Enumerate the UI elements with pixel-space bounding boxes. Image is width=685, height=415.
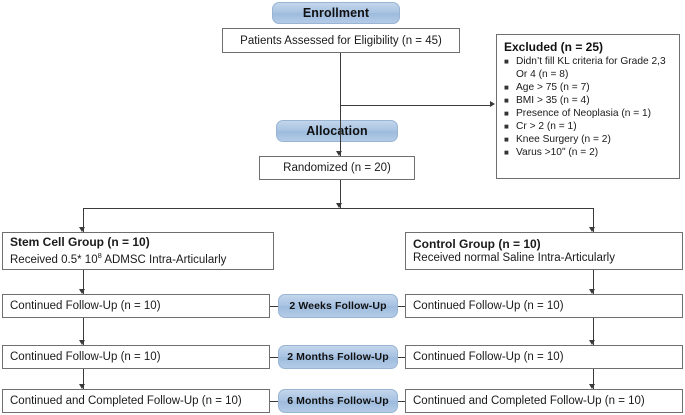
connector-stub-right-2-weeks [398, 306, 405, 307]
node-control-group: Control Group (n = 10) Received normal S… [405, 232, 683, 270]
followup-label-2-weeks: 2 Weeks Follow-Up [278, 294, 398, 318]
followup-label-text: 6 Months Follow-Up [287, 395, 389, 407]
node-followup-right-2-months: Continued Follow-Up (n = 10) [405, 345, 683, 369]
excluded-item-text: BMI > 35 (n = 4) [516, 94, 590, 106]
node-randomized: Randomized (n = 20) [259, 156, 415, 180]
control-group-detail: Received normal Saline Intra-Articularly [413, 252, 615, 264]
arrowhead-left-followup-2 [79, 340, 86, 345]
bullet-square-icon: ■ [504, 95, 509, 105]
stem-cell-dose-exponent: 8 [97, 251, 102, 261]
stem-cell-dose-suffix: ADMSC Intra-Articularly [101, 253, 227, 266]
stage-label-allocation-text: Allocation [306, 124, 368, 138]
arrowhead-stem-cell-group [79, 227, 86, 232]
node-followup-left-6-months: Continued and Completed Follow-Up (n = 1… [2, 389, 270, 413]
excluded-item-text: Knee Surgery (n = 2) [516, 134, 611, 146]
arrowhead-left-followup-1 [79, 289, 86, 294]
bullet-square-icon: ■ [504, 108, 509, 118]
node-followup-right-2-weeks: Continued Follow-Up (n = 10) [405, 294, 683, 318]
node-randomized-text: Randomized (n = 20) [283, 162, 391, 174]
connector-assessed-to-randomized [340, 53, 341, 156]
excluded-list-item: ■ Age > 75 (n = 7) [504, 82, 673, 95]
connector-right-followup1-to-2 [593, 318, 594, 345]
node-followup-left-2-months: Continued Follow-Up (n = 10) [2, 345, 270, 369]
excluded-list-item: ■ Presence of Neoplasia (n = 1) [504, 108, 673, 121]
connector-stub-left-6-months [270, 401, 278, 402]
connector-bus-to-stem-cell [83, 208, 84, 232]
connector-stub-left-2-weeks [270, 306, 278, 307]
stem-cell-group-detail: Received 0.5* 108 ADMSC Intra-Articularl… [3, 249, 273, 267]
connector-stem-cell-to-followup1 [83, 270, 84, 294]
node-excluded: Excluded (n = 25) ■ Didn’t fill KL crite… [496, 34, 680, 179]
followup-left-text: Continued Follow-Up (n = 10) [10, 300, 161, 312]
stage-label-enrollment: Enrollment [272, 2, 400, 24]
connector-right-followup2-to-3 [593, 369, 594, 389]
arrowhead-randomized [336, 151, 343, 156]
followup-label-text: 2 Months Follow-Up [287, 351, 389, 363]
connector-bus-to-control [593, 208, 594, 232]
excluded-title: Excluded (n = 25) [504, 40, 604, 54]
stem-cell-dose-prefix: Received 0.5* 10 [10, 253, 98, 266]
bullet-square-icon: ■ [504, 82, 509, 92]
connector-stub-right-2-months [398, 357, 405, 358]
bullet-square-icon: ■ [504, 148, 509, 158]
excluded-list-item: ■ Varus >10ʺ (n = 2) [504, 147, 673, 160]
stage-label-allocation: Allocation [276, 120, 398, 142]
bullet-square-icon: ■ [504, 135, 509, 145]
arrowhead-excluded [490, 101, 495, 108]
node-patients-assessed-text: Patients Assessed for Eligibility (n = 4… [240, 34, 442, 47]
stem-cell-group-title: Stem Cell Group (n = 10) [10, 235, 150, 250]
node-stem-cell-group: Stem Cell Group (n = 10) Received 0.5* 1… [2, 232, 274, 270]
excluded-list-item: ■ Cr > 2 (n = 1) [504, 121, 673, 134]
stage-label-enrollment-text: Enrollment [302, 6, 370, 20]
excluded-item-text: Cr > 2 (n = 1) [516, 120, 577, 132]
followup-label-2-months: 2 Months Follow-Up [278, 345, 398, 369]
node-followup-left-2-weeks: Continued Follow-Up (n = 10) [2, 294, 270, 318]
excluded-item-text: Varus >10ʺ (n = 2) [516, 147, 599, 159]
connector-randomized-to-split [340, 180, 341, 208]
connector-allocation-bus [83, 208, 593, 209]
arrowhead-right-followup-3 [589, 384, 596, 389]
arrowhead-right-followup-1 [589, 289, 596, 294]
arrowhead-right-followup-2 [589, 340, 596, 345]
followup-left-text: Continued and Completed Follow-Up (n = 1… [10, 395, 242, 407]
connector-stub-right-6-months [398, 401, 405, 402]
excluded-list-item: ■ Knee Surgery (n = 2) [504, 134, 673, 147]
followup-label-6-months: 6 Months Follow-Up [278, 389, 398, 413]
excluded-item-text: Presence of Neoplasia (n = 1) [516, 107, 652, 119]
followup-left-text: Continued Follow-Up (n = 10) [10, 351, 161, 363]
arrowhead-split [336, 203, 343, 208]
connector-control-to-followup1 [593, 270, 594, 294]
followup-right-text: Continued Follow-Up (n = 10) [413, 351, 564, 363]
node-patients-assessed: Patients Assessed for Eligibility (n = 4… [222, 28, 460, 53]
excluded-item-text: Age > 75 (n = 7) [516, 81, 590, 93]
excluded-item-text: Didn’t fill KL criteria for Grade 2,3 Or… [516, 56, 666, 80]
bullet-square-icon: ■ [504, 121, 509, 131]
arrowhead-control-group [589, 227, 596, 232]
followup-right-text: Continued and Completed Follow-Up (n = 1… [413, 395, 645, 407]
control-group-title: Control Group (n = 10) [413, 237, 541, 251]
bullet-square-icon: ■ [504, 57, 509, 66]
connector-left-followup1-to-2 [83, 318, 84, 345]
arrowhead-left-followup-3 [79, 384, 86, 389]
connector-to-excluded [340, 105, 490, 106]
excluded-list-item: ■ BMI > 35 (n = 4) [504, 95, 673, 108]
followup-label-text: 2 Weeks Follow-Up [289, 300, 387, 312]
connector-stub-left-2-months [270, 357, 278, 358]
excluded-list-item: ■ Didn’t fill KL criteria for Grade 2,3 … [504, 56, 673, 81]
node-followup-right-6-months: Continued and Completed Follow-Up (n = 1… [405, 389, 683, 413]
connector-left-followup2-to-3 [83, 369, 84, 389]
followup-right-text: Continued Follow-Up (n = 10) [413, 300, 564, 312]
